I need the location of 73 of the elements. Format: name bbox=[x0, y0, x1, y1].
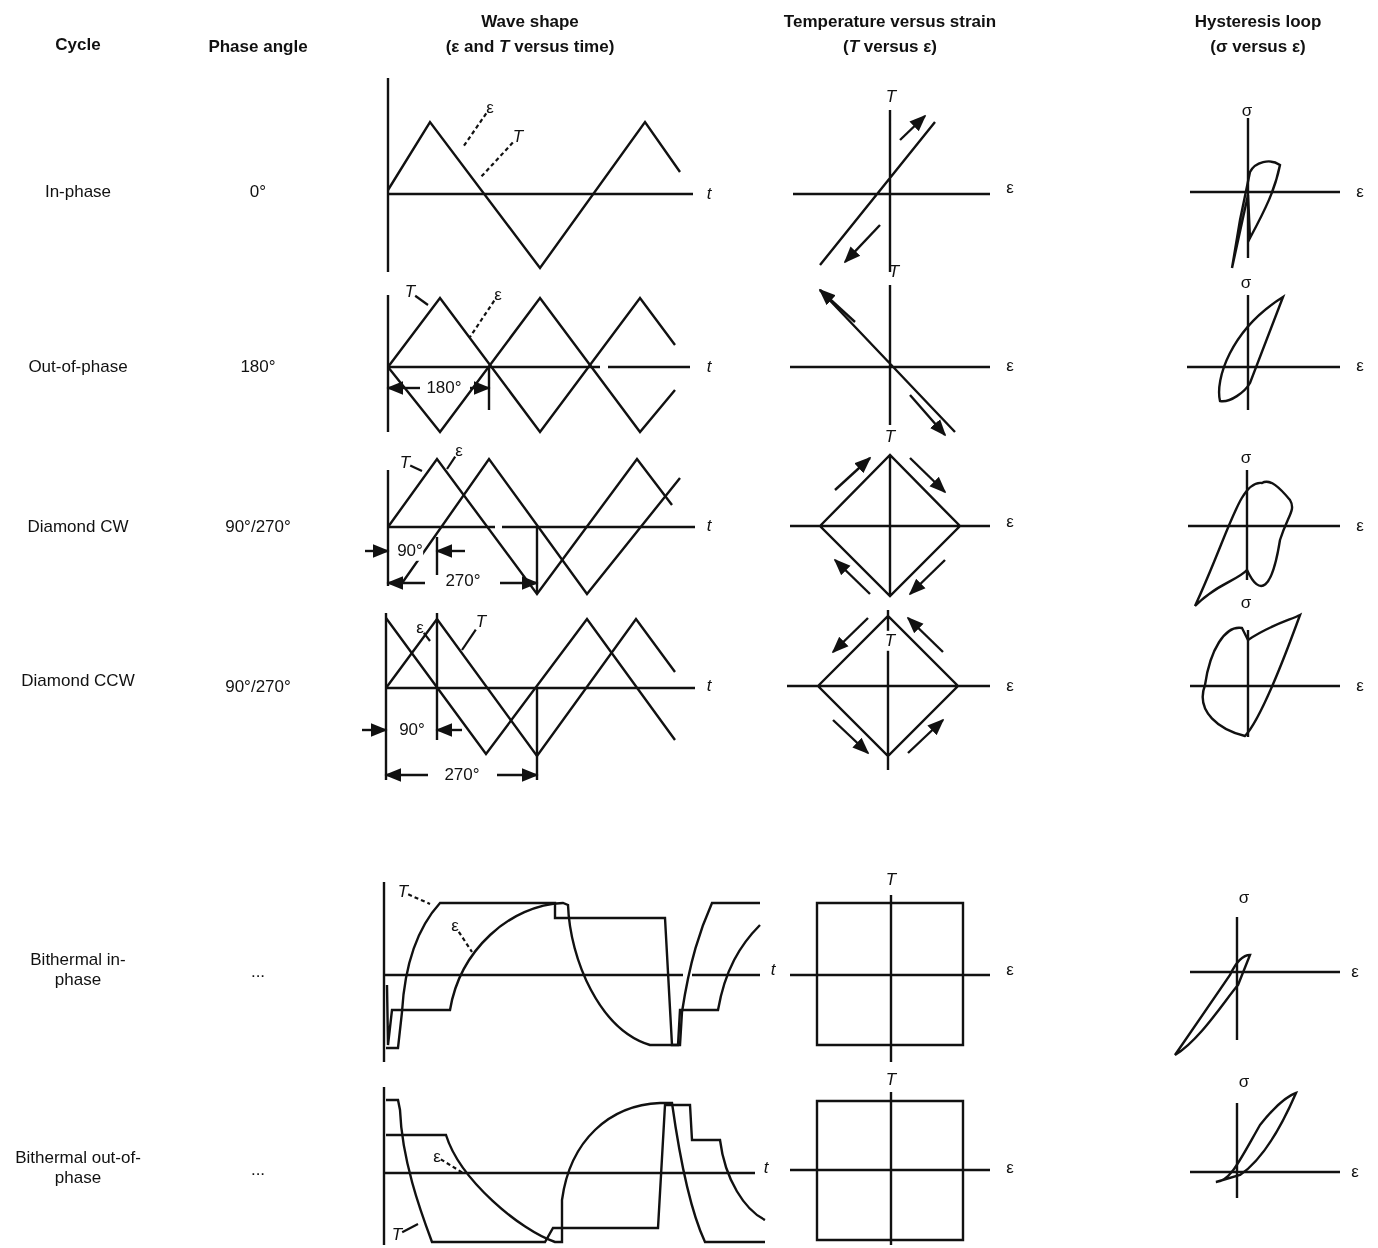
axis-label: σ bbox=[1240, 272, 1252, 294]
axis-label: t bbox=[706, 675, 712, 697]
axis-label: ε bbox=[1356, 355, 1364, 377]
axis-label: T bbox=[888, 261, 900, 283]
axis-label: σ bbox=[1240, 447, 1252, 469]
axis-label: σ bbox=[1240, 592, 1252, 614]
curve-label: T bbox=[404, 281, 416, 303]
axis-label: T bbox=[885, 1069, 897, 1091]
curve-label: T bbox=[391, 1224, 403, 1246]
axis-label: ε bbox=[1006, 355, 1014, 377]
axis-label: ε bbox=[1356, 515, 1364, 537]
leader-line bbox=[446, 456, 457, 470]
column-heading: Temperature versus strain bbox=[783, 11, 997, 33]
curve-label: ε bbox=[416, 617, 424, 639]
row-label: Bithermal out-of-phase bbox=[14, 1147, 142, 1189]
curve-label: ε bbox=[455, 440, 463, 462]
leader-line bbox=[469, 300, 496, 338]
row-label: Bithermal in-phase bbox=[29, 949, 127, 991]
axis-label: t bbox=[763, 1157, 769, 1179]
axis-label: T bbox=[885, 86, 897, 108]
axis-label: t bbox=[770, 959, 776, 981]
phase-angle: 90°/270° bbox=[225, 676, 291, 698]
axis-label: σ bbox=[1241, 100, 1253, 122]
axis-label: T bbox=[885, 869, 897, 891]
leader-line bbox=[479, 141, 514, 179]
leader-line bbox=[414, 294, 429, 306]
column-heading: Hysteresis loop bbox=[1194, 11, 1322, 33]
phase-angle: 180° bbox=[240, 356, 276, 378]
curve-label: ε bbox=[451, 915, 459, 937]
leader-line bbox=[462, 112, 488, 148]
curve-label: ε bbox=[494, 284, 502, 306]
row-label: Diamond CCW bbox=[21, 670, 135, 692]
column-heading: (ε and T versus time) bbox=[445, 36, 615, 58]
axis-label: ε bbox=[1006, 177, 1014, 199]
axis-label: T bbox=[884, 426, 896, 448]
row-label: Diamond CW bbox=[27, 516, 129, 538]
axis-label: t bbox=[706, 183, 712, 205]
curve-label: ε bbox=[486, 97, 494, 119]
curve-label: T bbox=[399, 452, 411, 474]
axis-label: σ bbox=[1238, 1071, 1250, 1093]
curve-label: T bbox=[512, 126, 524, 148]
curve-label: T bbox=[397, 881, 409, 903]
phase-angle: 0° bbox=[249, 181, 267, 203]
row-label: Out-of-phase bbox=[28, 356, 128, 378]
axis-label: ε bbox=[1006, 1157, 1014, 1179]
leader-line bbox=[401, 1223, 419, 1234]
leader-line bbox=[407, 893, 431, 905]
axis-label: t bbox=[706, 515, 712, 537]
phase-angle: ... bbox=[250, 961, 266, 983]
column-heading: Phase angle bbox=[208, 36, 308, 58]
leader-line bbox=[409, 464, 423, 472]
axis-label: ε bbox=[1356, 675, 1364, 697]
curve-label: T bbox=[475, 611, 487, 633]
axis-label: ε bbox=[1006, 959, 1014, 981]
phase-angle: 90°/270° bbox=[225, 516, 291, 538]
column-heading: (T versus ε) bbox=[842, 36, 938, 58]
leader-line bbox=[440, 1158, 464, 1174]
column-heading: Cycle bbox=[55, 34, 101, 56]
axis-label: ε bbox=[1351, 1161, 1359, 1183]
leader-line bbox=[457, 931, 473, 953]
leader-line bbox=[461, 629, 477, 651]
axis-label: t bbox=[706, 356, 712, 378]
phase-angle: ... bbox=[250, 1159, 266, 1181]
axis-label: ε bbox=[1006, 675, 1014, 697]
row-label: In-phase bbox=[44, 181, 112, 203]
column-heading: (σ versus ε) bbox=[1210, 36, 1306, 58]
axis-label: ε bbox=[1356, 181, 1364, 203]
column-heading: Wave shape bbox=[481, 11, 579, 33]
curve-label: ε bbox=[433, 1146, 441, 1168]
axis-label: ε bbox=[1351, 961, 1359, 983]
axis-label: σ bbox=[1238, 887, 1250, 909]
leader-line bbox=[422, 632, 431, 642]
axis-label: ε bbox=[1006, 511, 1014, 533]
